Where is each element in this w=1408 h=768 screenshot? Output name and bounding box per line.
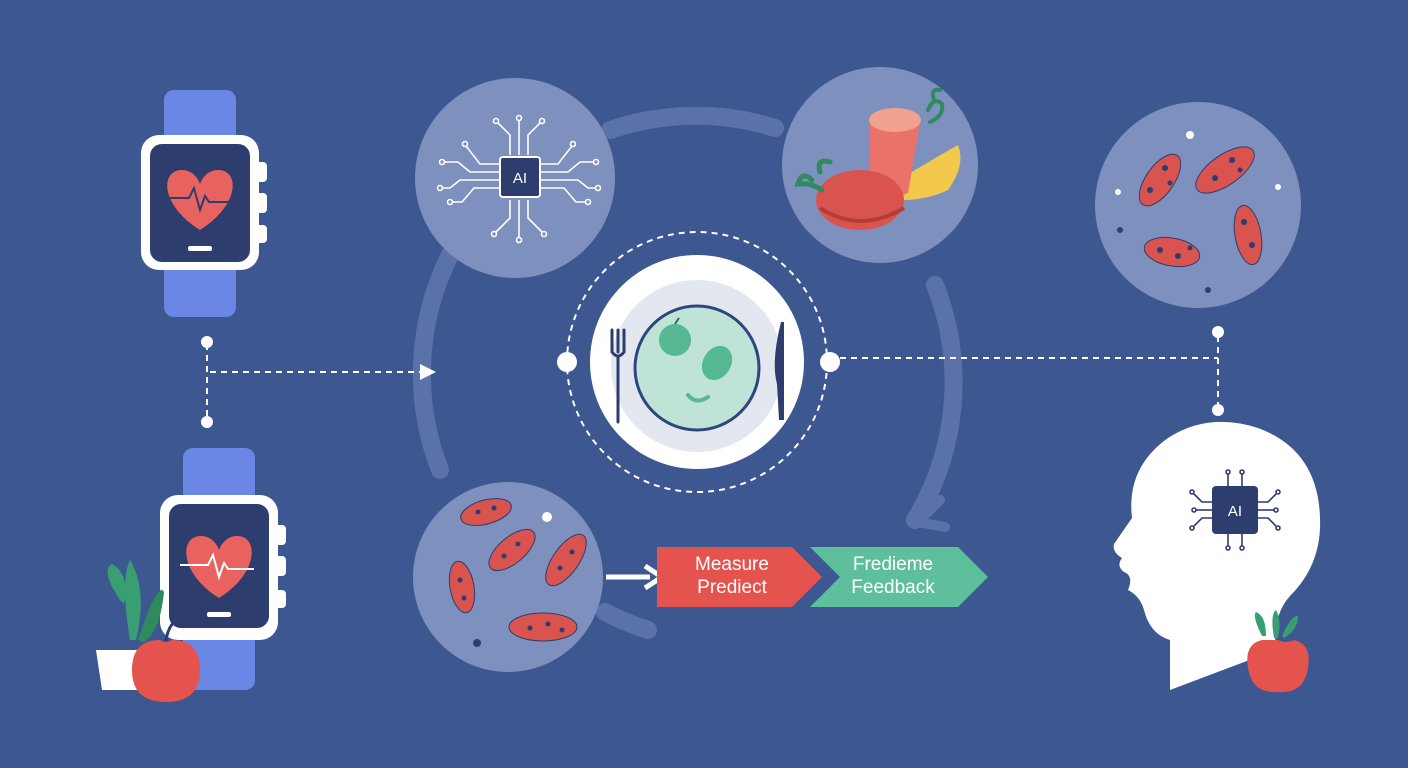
step-measure-predict: Measure Prediect: [657, 547, 822, 607]
apple-icon: [132, 620, 200, 702]
vegetables-icon: [782, 67, 978, 263]
plate-fork-knife-icon: [557, 231, 840, 493]
step-feedback: Frediеme Feedback: [810, 547, 988, 607]
microbes-icon-bottom: [413, 482, 603, 672]
step-arrow: [606, 563, 665, 591]
chip-label-top: AI: [513, 170, 527, 187]
connector-right: [840, 336, 1219, 408]
human-head-ai-icon: AI: [1113, 421, 1321, 690]
cycle-ring: [412, 106, 963, 639]
step-2-line1: Frediеme: [853, 554, 933, 575]
connector-right-dots: [1212, 326, 1224, 416]
smartwatch-heart-icon-top: [141, 90, 267, 317]
smartwatch-heart-icon-bottom: [160, 448, 286, 690]
microbes-icon-top: [1095, 102, 1301, 308]
step-1-line2: Prediect: [697, 577, 767, 598]
connector-left: [206, 344, 436, 420]
ai-chip-icon: AI: [415, 78, 615, 278]
step-2-line2: Feedback: [851, 577, 935, 598]
apple-icon-right: [1247, 610, 1309, 693]
connector-left-dots: [201, 336, 213, 428]
chip-label-head: AI: [1228, 503, 1242, 520]
step-1-line1: Measure: [695, 554, 769, 575]
